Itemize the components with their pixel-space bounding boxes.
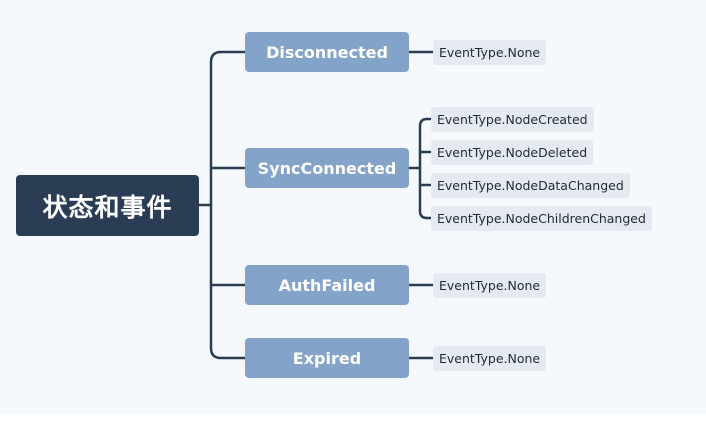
event-node-node-created[interactable]: EventType.NodeCreated bbox=[431, 107, 594, 132]
event-node-authfailed-none[interactable]: EventType.None bbox=[433, 273, 547, 298]
state-node-authfailed[interactable]: AuthFailed bbox=[245, 265, 409, 305]
connector-syncconnected-events bbox=[418, 117, 433, 220]
event-node-node-data-changed[interactable]: EventType.NodeDataChanged bbox=[431, 173, 630, 198]
state-node-syncconnected[interactable]: SyncConnected bbox=[245, 148, 409, 188]
event-node-node-children-changed[interactable]: EventType.NodeChildrenChanged bbox=[431, 206, 652, 231]
state-node-expired[interactable]: Expired bbox=[245, 338, 409, 378]
root-node[interactable]: 状态和事件 bbox=[16, 175, 199, 236]
connector-root-branches bbox=[209, 50, 247, 360]
event-node-disconnected-none[interactable]: EventType.None bbox=[433, 40, 547, 65]
event-node-expired-none[interactable]: EventType.None bbox=[433, 346, 547, 371]
state-node-disconnected[interactable]: Disconnected bbox=[245, 32, 409, 72]
event-node-node-deleted[interactable]: EventType.NodeDeleted bbox=[431, 140, 594, 165]
